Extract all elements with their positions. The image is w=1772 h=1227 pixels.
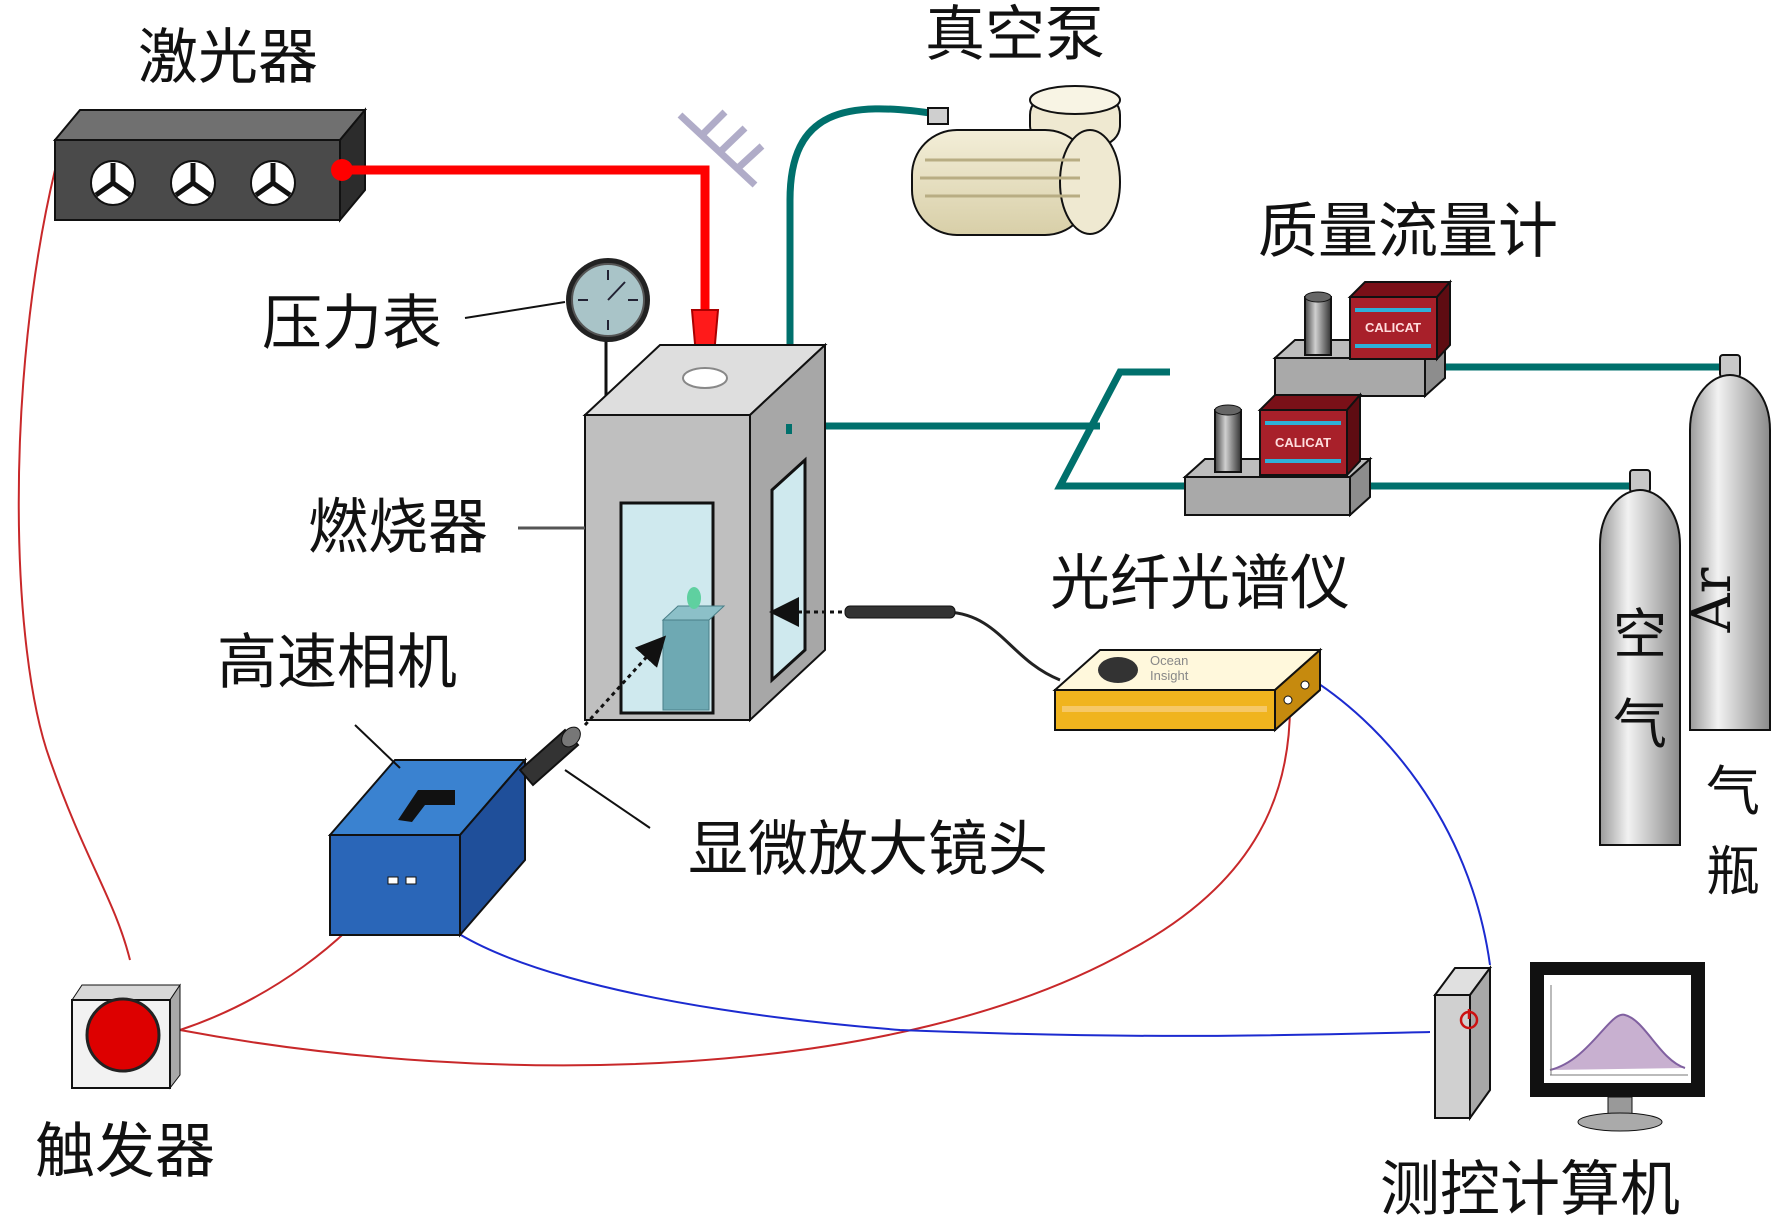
- wires: [17, 169, 1491, 1067]
- gas-label-air-1: 空: [1613, 603, 1667, 666]
- mass-flow-meter-lower: CALICAT: [1182, 392, 1373, 518]
- ar-cylinder: Ar: [1680, 354, 1771, 731]
- gas-label-air-2: 气: [1613, 693, 1667, 756]
- spectrometer-brand-2: Insight: [1150, 668, 1189, 683]
- pressure-gauge: [464, 258, 650, 408]
- spectrometer-brand-1: Ocean: [1150, 653, 1188, 668]
- fan-icon: [90, 160, 136, 206]
- spectrometer-trigger-wire: [179, 704, 1291, 1067]
- fan-icon: [170, 160, 216, 206]
- mass-flow-meter-upper: CALICAT: [1272, 279, 1453, 399]
- flow-meter-brand: CALICAT: [1275, 435, 1331, 450]
- power-icon: [1459, 1009, 1479, 1030]
- camera-leader: [354, 724, 401, 769]
- gas-label-ar: Ar: [1680, 567, 1743, 633]
- trigger: [71, 983, 181, 1090]
- trigger-button: [85, 997, 161, 1073]
- air-cylinder: [1599, 469, 1681, 846]
- label-high-speed-camera: 高速相机: [217, 628, 457, 698]
- label-fiber-spectrometer: 光纤光谱仪: [1050, 549, 1350, 619]
- monitor: [1530, 962, 1705, 1132]
- label-microscope-lens: 显微放大镜头: [688, 815, 1048, 885]
- label-vacuum-pump: 真空泵: [925, 0, 1105, 70]
- label-trigger: 触发器: [35, 1117, 215, 1187]
- spectrometer-computer-wire: [1304, 674, 1491, 966]
- vacuum-pump: [911, 85, 1121, 236]
- microscope-lens: [518, 726, 581, 787]
- lens-leader: [564, 769, 651, 829]
- fiber-probe: [769, 597, 956, 627]
- label-laser: 激光器: [138, 23, 318, 93]
- label-pressure-gauge: 压力表: [262, 289, 442, 359]
- control-computer: [1433, 962, 1705, 1132]
- label-gas-bottle-1: 气: [1706, 760, 1760, 823]
- label-gas-bottle-2: 瓶: [1706, 840, 1760, 903]
- fiber-cable: [947, 610, 1061, 682]
- mirror-icon: [677, 109, 765, 188]
- label-control-computer: 测控计算机: [1380, 1155, 1680, 1225]
- fiber-spectrometer: Ocean Insight: [1052, 647, 1323, 733]
- burner: [518, 342, 828, 723]
- label-mass-flow-meter: 质量流量计: [1258, 197, 1558, 267]
- high-speed-camera: [327, 635, 667, 938]
- laser-trigger-wire: [17, 169, 131, 961]
- pipe-loop: [1054, 368, 1195, 490]
- gauge-leader: [464, 301, 566, 319]
- flow-meter-brand: CALICAT: [1365, 320, 1421, 335]
- pump-pipe: [786, 105, 938, 345]
- laser: [52, 107, 368, 223]
- camera-computer-wire: [409, 879, 1431, 1037]
- fan-icon: [250, 160, 296, 206]
- gas-pipes: [786, 105, 1730, 490]
- label-burner: 燃烧器: [308, 493, 488, 563]
